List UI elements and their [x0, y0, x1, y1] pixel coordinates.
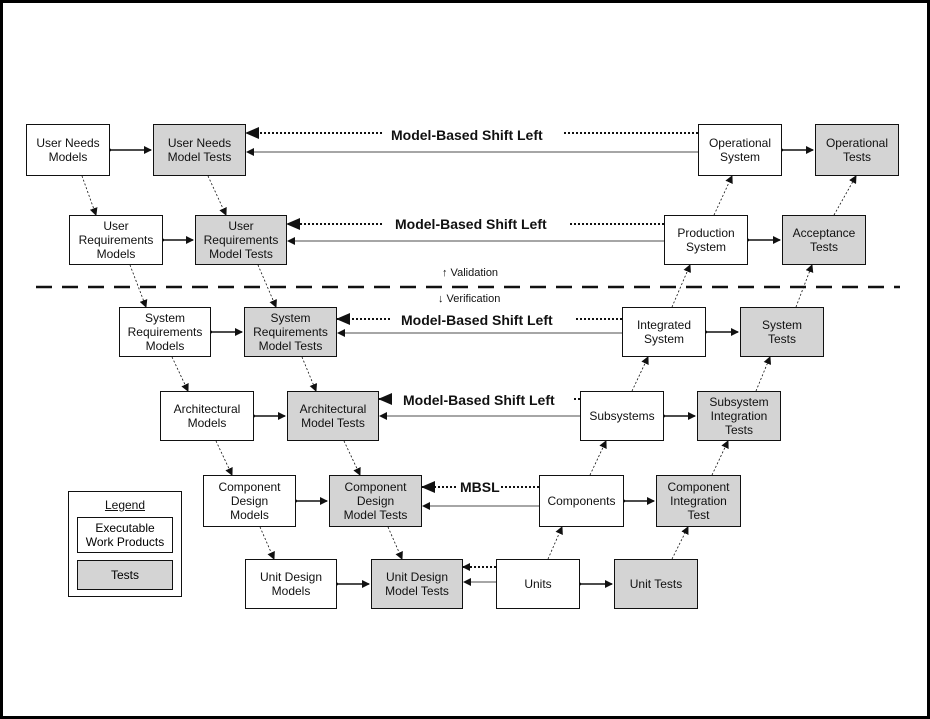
left-leg-1 — [81, 175, 98, 216]
operational-system-box: Operational System — [698, 124, 782, 176]
subsystem-integration-tests-box: Subsystem Integration Tests — [697, 391, 781, 441]
integrated-system-box: Integrated System — [622, 307, 706, 357]
right-leg-3 — [631, 356, 649, 392]
user-needs-model-tests-box: User Needs Model Tests — [153, 124, 246, 176]
unit-design-model-tests-box: Unit Design Model Tests — [371, 559, 463, 609]
component-design-model-tests-box: Component Design Model Tests — [329, 475, 422, 527]
operational-tests-box: Operational Tests — [815, 124, 899, 176]
system-tests-box: System Tests — [740, 307, 824, 357]
unit-design-models-box: Unit Design Models — [245, 559, 337, 609]
system-requirements-models-box: System Requirements Models — [119, 307, 211, 357]
left-tests-3 — [301, 356, 318, 392]
legend: Legend Executable Work Products Tests — [68, 491, 182, 597]
legend-tests-swatch: Tests — [77, 560, 173, 590]
verification-label: ↓ Verification — [438, 293, 501, 305]
shift-left-label-4: Model-Based Shift Left — [403, 392, 555, 408]
legend-title: Legend — [104, 498, 146, 512]
right-tests-4 — [795, 264, 814, 308]
right-tests-1 — [671, 526, 689, 560]
production-system-box: Production System — [664, 215, 748, 265]
shift-left-label-1: Model-Based Shift Left — [391, 127, 543, 143]
component-design-models-box: Component Design Models — [203, 475, 296, 527]
left-tests-1 — [207, 175, 227, 216]
shift-left-label-3: Model-Based Shift Left — [401, 312, 553, 328]
components-box: Components — [539, 475, 624, 527]
architectural-models-box: Architectural Models — [160, 391, 254, 441]
subsystems-box: Subsystems — [580, 391, 664, 441]
unit-tests-box: Unit Tests — [614, 559, 698, 609]
left-leg-4 — [215, 440, 233, 476]
left-tests-4 — [343, 440, 361, 476]
right-tests-2 — [711, 440, 729, 476]
architectural-model-tests-box: Architectural Model Tests — [287, 391, 379, 441]
left-leg-3 — [171, 356, 189, 392]
system-requirements-model-tests-box: System Requirements Model Tests — [244, 307, 337, 357]
left-leg-2 — [129, 264, 148, 308]
right-leg-2 — [589, 440, 607, 476]
acceptance-tests-box: Acceptance Tests — [782, 215, 866, 265]
units-box: Units — [496, 559, 580, 609]
right-tests-5 — [833, 175, 857, 216]
validation-label: ↑ Validation — [442, 267, 499, 279]
user-requirements-models-box: User Requirements Models — [69, 215, 163, 265]
right-leg-5 — [713, 175, 733, 216]
shift-left-label-5: MBSL — [460, 479, 500, 495]
left-leg-5 — [259, 526, 275, 560]
user-needs-models-box: User Needs Models — [26, 124, 110, 176]
left-tests-5 — [387, 526, 403, 560]
right-leg-1 — [547, 526, 563, 560]
right-tests-3 — [755, 356, 772, 392]
shift-left-label-2: Model-Based Shift Left — [395, 216, 547, 232]
user-requirements-model-tests-box: User Requirements Model Tests — [195, 215, 287, 265]
legend-executable-swatch: Executable Work Products — [77, 517, 173, 553]
component-integration-test-box: Component Integration Test — [656, 475, 741, 527]
